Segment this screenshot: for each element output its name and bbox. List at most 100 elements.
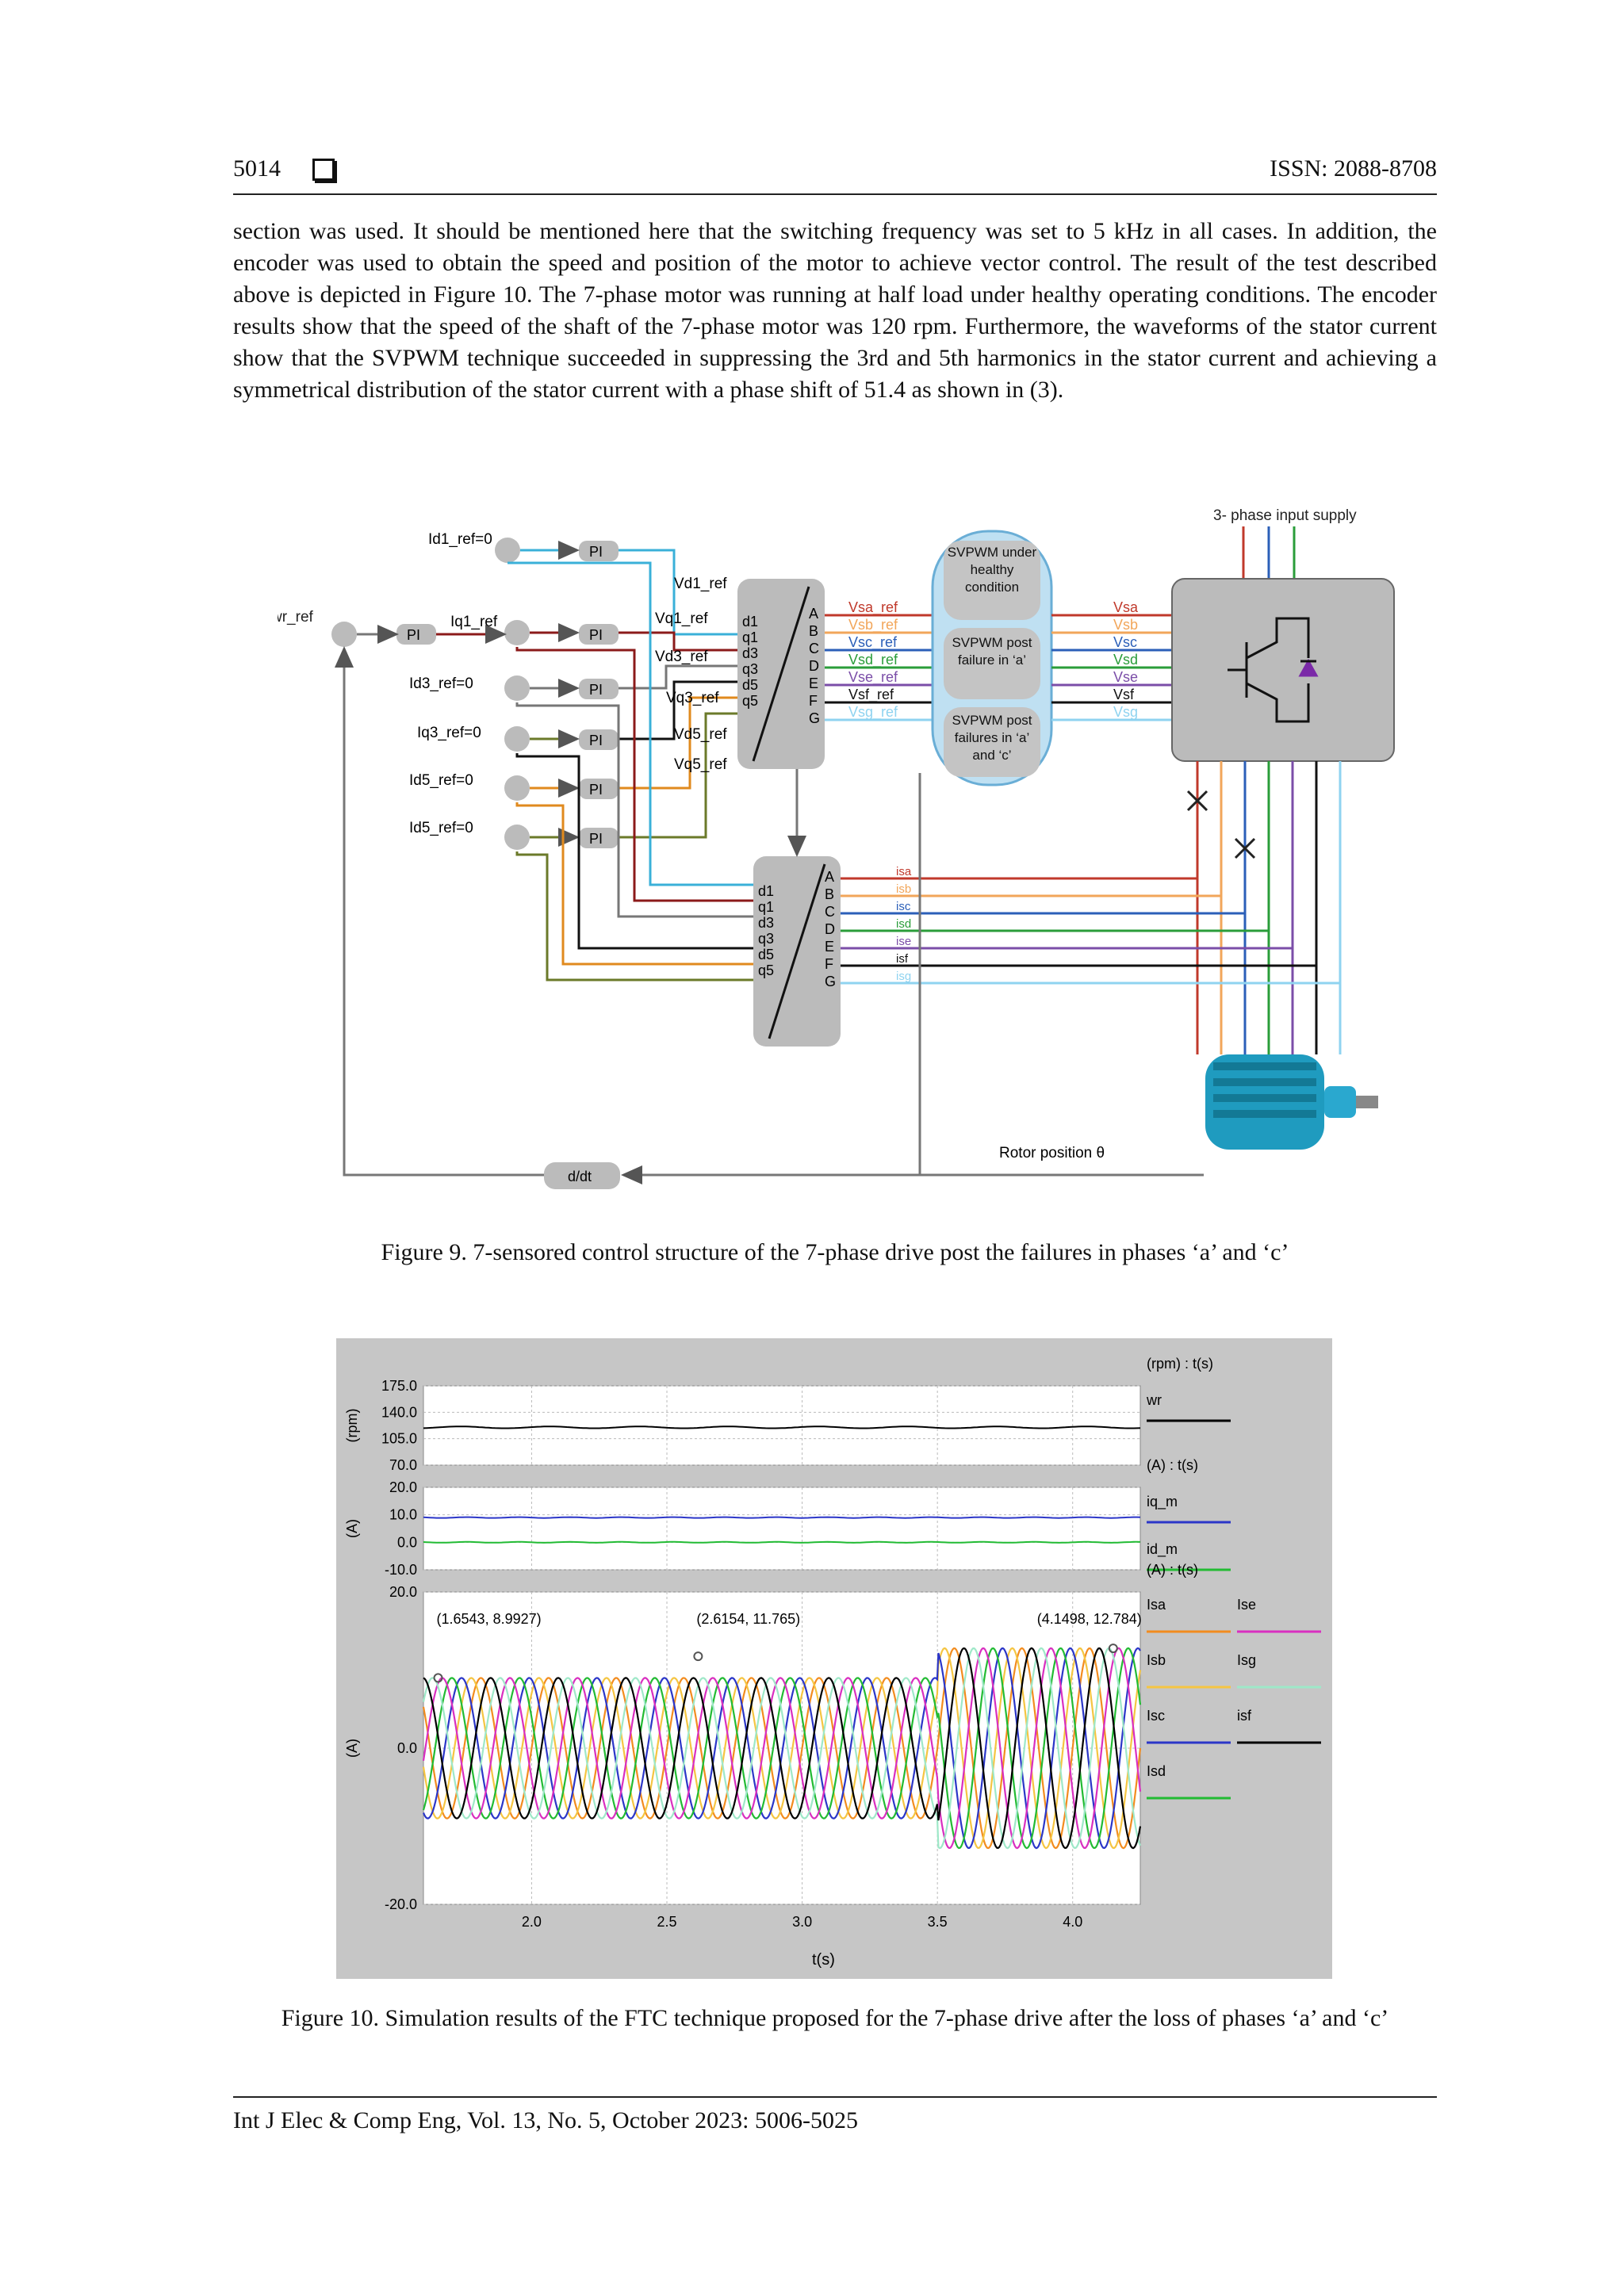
annotation-marker [1108, 1644, 1118, 1654]
svg-text:q3: q3 [742, 661, 758, 677]
svg-text:Vsa_ref: Vsa_ref [848, 599, 898, 616]
svg-text:Vsd_ref: Vsd_ref [848, 652, 898, 668]
footer-text: Int J Elec & Comp Eng, Vol. 13, No. 5, O… [233, 2107, 858, 2133]
y-tick-label: 70.0 [389, 1457, 417, 1473]
svg-text:q1: q1 [742, 629, 758, 645]
svg-text:Vsg_ref: Vsg_ref [848, 704, 898, 721]
legend-label: Isg [1237, 1652, 1256, 1668]
wr-ref-label: wr_ref [278, 609, 314, 626]
svg-text:q1: q1 [758, 899, 774, 915]
inverter-block [1171, 578, 1395, 762]
y-tick-label: 175.0 [381, 1378, 417, 1394]
y-axis-label: (rpm) [344, 1409, 360, 1443]
x-axis-label: t(s) [812, 1951, 835, 1969]
svg-text:Id5_ref=0: Id5_ref=0 [409, 820, 473, 836]
svg-text:isf: isf [896, 952, 909, 966]
series-id_m [423, 1540, 1141, 1544]
y-tick-label: 20.0 [389, 1479, 417, 1495]
legend-label: isf [1237, 1708, 1252, 1724]
footer-rule [233, 2096, 1437, 2098]
svg-text:isd: isd [896, 917, 911, 931]
figure-9-caption: Figure 9. 7-sensored control structure o… [381, 1239, 1289, 1265]
svg-text:A: A [809, 606, 818, 622]
svg-text:Vd5_ref: Vd5_ref [674, 726, 727, 743]
svg-text:Vq5_ref: Vq5_ref [674, 756, 727, 773]
x-tick-label: 2.5 [657, 1914, 677, 1930]
forward-wires [357, 541, 737, 847]
x-tick-label: 3.0 [792, 1914, 812, 1930]
svg-text:q5: q5 [758, 962, 774, 978]
current-feedback-lines [841, 877, 1340, 985]
svg-text:E: E [825, 939, 834, 955]
svg-text:F: F [809, 693, 818, 709]
legend-label: Isb [1147, 1652, 1166, 1668]
y-tick-label: -10.0 [385, 1562, 417, 1578]
pi-label: PI [407, 627, 420, 643]
series-Isd [422, 1647, 1142, 1850]
svg-text:d3: d3 [742, 645, 758, 661]
annotation-marker [433, 1673, 443, 1683]
svg-text:d5: d5 [758, 947, 774, 962]
svg-text:PI: PI [589, 544, 603, 560]
svg-text:C: C [809, 641, 819, 656]
plot-area-0 [423, 1385, 1141, 1466]
legend-label: Isa [1147, 1597, 1166, 1613]
header-square-icon [312, 159, 335, 181]
vs-output-labels: Vsa Vsb Vsc Vsd Vse Vsf Vsg [1113, 599, 1139, 720]
legend-title: (A) : t(s) [1147, 1562, 1198, 1578]
ddt-block [544, 1162, 620, 1189]
svg-text:Vq3_ref: Vq3_ref [666, 690, 719, 706]
y-axis-label: (A) [344, 1739, 360, 1758]
svg-text:ise: ise [896, 935, 911, 948]
y-tick-label: 10.0 [389, 1507, 417, 1523]
svg-text:Vq1_ref: Vq1_ref [655, 610, 708, 627]
svg-text:isa: isa [896, 865, 912, 878]
svg-text:q5: q5 [742, 693, 758, 709]
ddt-label: d/dt [568, 1169, 592, 1184]
body-paragraph: section was used. It should be mentioned… [233, 216, 1437, 406]
x-tick-label: 2.0 [522, 1914, 542, 1930]
issn: ISSN: 2088-8708 [1270, 155, 1437, 182]
data-annotation: (1.6543, 8.9927) [437, 1611, 542, 1627]
y-tick-label: 105.0 [381, 1431, 417, 1447]
vs-output-lines [1051, 614, 1172, 721]
svpwm-failure-ac: SVPWM post failures in ‘a’ and ‘c’ [952, 713, 1032, 763]
svg-text:D: D [809, 658, 819, 674]
series-Isa [422, 1647, 1142, 1850]
series-iq_m [423, 1516, 1141, 1519]
svg-text:Vsf: Vsf [1113, 687, 1135, 702]
svg-text:Iq3_ref=0: Iq3_ref=0 [417, 725, 481, 741]
y-tick-label: 0.0 [397, 1534, 417, 1550]
series-Isg [422, 1647, 1142, 1850]
v-ref-labels: Vd1_ref Vq1_ref Vd3_ref Vq3_ref Vd5_ref … [655, 576, 727, 773]
legend-label: id_m [1147, 1541, 1178, 1558]
svg-text:isg: isg [896, 970, 911, 983]
paragraph-text: section was used. It should be mentioned… [233, 218, 1437, 403]
svg-text:d1: d1 [742, 614, 758, 629]
svg-text:Vsc: Vsc [1113, 634, 1137, 650]
svg-text:Id1_ref=0: Id1_ref=0 [428, 531, 492, 548]
svg-text:Vsa: Vsa [1113, 599, 1139, 615]
series-Isc [422, 1647, 1141, 1850]
svg-text:F: F [825, 956, 833, 972]
svg-text:E: E [809, 675, 818, 691]
series-Isb [422, 1647, 1142, 1850]
ref-labels: Id1_ref=0 Iq1_ref Id3_ref=0 Iq3_ref=0 Id… [409, 531, 498, 836]
y-tick-label: 20.0 [389, 1584, 417, 1600]
legend-label: iq_m [1147, 1494, 1178, 1510]
feedback-to-junctions [508, 561, 753, 982]
inverter-output-lines [1196, 761, 1342, 1054]
supply-label: 3- phase input supply [1213, 507, 1357, 524]
svg-text:Id3_ref=0: Id3_ref=0 [409, 675, 473, 692]
svg-text:Vsb_ref: Vsb_ref [848, 617, 898, 633]
svg-text:d1: d1 [758, 883, 774, 899]
current-loops: PI PI PI PI PI PI [495, 538, 619, 850]
forward-transform-labels: d1 q1 d3 q3 d5 q5 A B C D E F G [758, 869, 836, 989]
svg-text:d3: d3 [758, 915, 774, 931]
legend-title: (A) : t(s) [1147, 1457, 1198, 1473]
y-tick-label: 0.0 [397, 1740, 417, 1756]
x-tick-label: 3.5 [928, 1914, 948, 1930]
sum-junction-speed [331, 622, 357, 647]
legend-label: Ise [1237, 1597, 1256, 1613]
